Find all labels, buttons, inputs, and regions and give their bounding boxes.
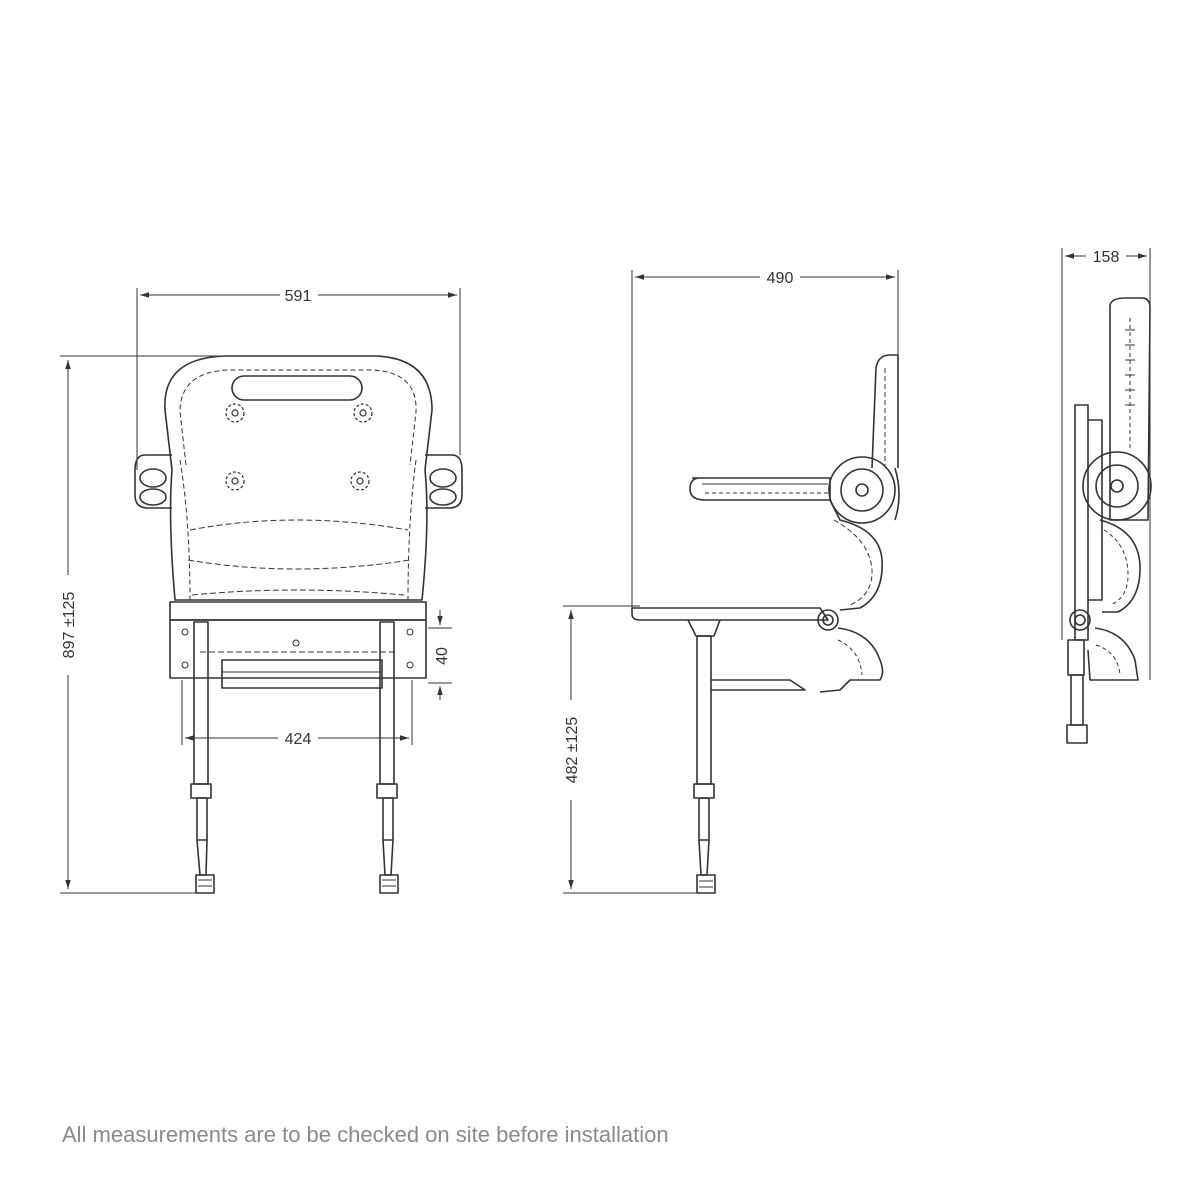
handle-slot xyxy=(231,375,363,401)
folded-pivot-hinge xyxy=(1082,451,1152,521)
side-view xyxy=(631,354,900,894)
folded-view xyxy=(1066,297,1152,744)
dimension-overall-width: 591 xyxy=(285,288,312,305)
folded-dimensions xyxy=(1061,248,1151,680)
dimension-seat-height: 482 ±125 xyxy=(564,717,581,784)
backrest-inner-outline xyxy=(179,369,417,466)
folded-seat-body xyxy=(1099,519,1141,613)
side-leg-strut xyxy=(711,679,806,691)
mounting-frame xyxy=(169,619,427,679)
seat-contour xyxy=(187,519,411,596)
folded-seat xyxy=(1074,404,1089,641)
dimension-leg-spacing: 424 xyxy=(285,731,312,748)
screw-holes xyxy=(225,403,373,491)
side-backrest xyxy=(871,354,899,469)
folded-seat-hinge xyxy=(1069,609,1091,631)
side-dimensions xyxy=(563,270,899,894)
front-view xyxy=(134,355,463,894)
leg-crossbar xyxy=(221,659,383,689)
measurement-note: All measurements are to be checked on si… xyxy=(62,1122,669,1147)
front-dimensions xyxy=(60,288,461,894)
side-seat-hinge xyxy=(817,609,839,631)
side-pivot-knobs xyxy=(134,454,463,509)
left-leg xyxy=(190,621,215,894)
seat-front-edge xyxy=(169,601,427,621)
side-wall-bracket xyxy=(819,627,884,693)
side-pivot-hinge xyxy=(828,456,896,524)
dimension-overall-depth: 490 xyxy=(767,270,794,287)
dimension-overall-height: 897 ±125 xyxy=(61,592,78,659)
side-seat xyxy=(631,607,829,621)
right-leg xyxy=(376,621,399,894)
side-seat-body xyxy=(829,499,883,611)
side-armrest xyxy=(689,477,831,501)
folded-wall-bracket xyxy=(1087,627,1139,681)
dimension-seat-thickness: 40 xyxy=(434,647,451,665)
folded-leg xyxy=(1067,639,1085,676)
dimension-folded-depth: 158 xyxy=(1093,249,1120,266)
side-leg-top xyxy=(687,619,721,637)
seat-pan xyxy=(169,469,428,601)
